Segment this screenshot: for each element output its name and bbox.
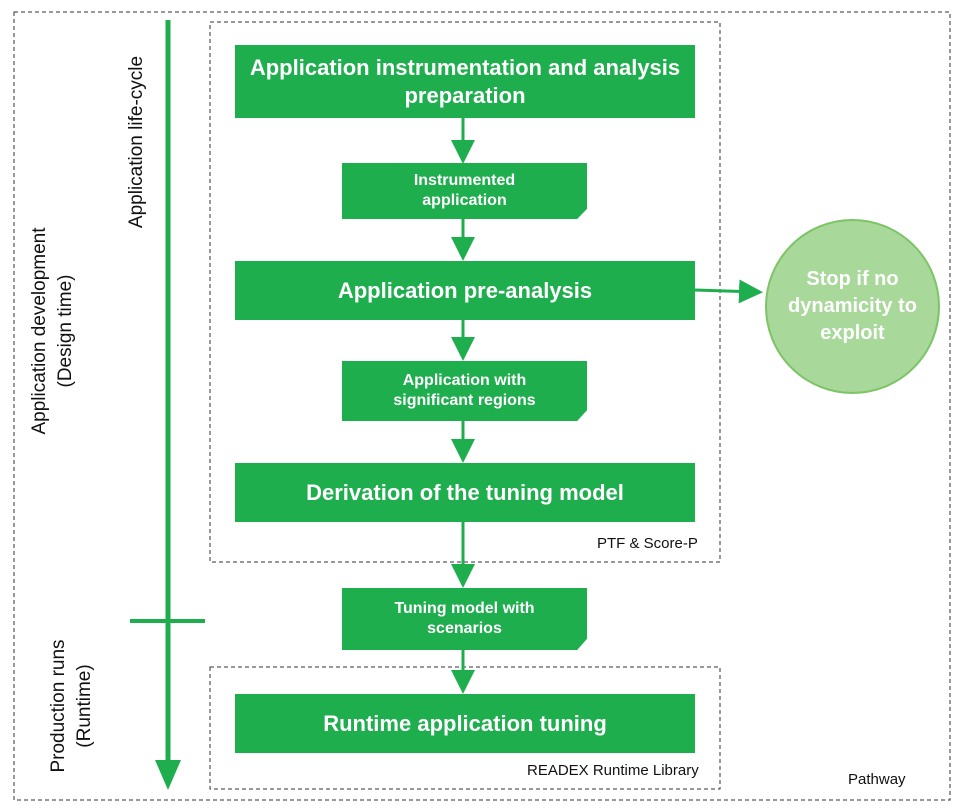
lifecycle-label-text: Application life-cycle	[126, 55, 147, 229]
step-instrumentation: Application instrumentation and analysis…	[235, 45, 695, 118]
step-derivation-text: Derivation of the tuning model	[306, 479, 624, 505]
design-phase-line2: (Design time)	[54, 274, 76, 388]
step-derivation: Derivation of the tuning model	[235, 463, 695, 522]
step-tuning-model: Tuning model with scenarios	[342, 588, 587, 650]
step-instrumented-app-text: Instrumented application	[413, 172, 516, 209]
stop-condition: Stop if no dynamicity to exploit	[765, 219, 940, 394]
lifecycle-arrow-head	[155, 760, 181, 790]
runtime-phase-label: Production runs (Runtime)	[46, 616, 98, 796]
step-pre-analysis: Application pre-analysis	[235, 261, 695, 320]
step-tuning-model-text: Tuning model with scenarios	[394, 600, 535, 637]
step-instrumentation-text: Application instrumentation and analysis…	[249, 55, 681, 108]
design-phase-line1: Application development	[29, 227, 50, 435]
pathway-region	[13, 11, 951, 801]
lifecycle-label: Application life-cycle	[124, 22, 150, 262]
runtime-phase-line2: (Runtime)	[73, 664, 95, 748]
stop-arrow	[694, 279, 763, 304]
step-significant-regions-text: Application with significant regions	[393, 372, 536, 409]
runtime-region	[209, 666, 721, 790]
step-runtime-tuning: Runtime application tuning	[235, 694, 695, 753]
runtime-region-label: READEX Runtime Library	[527, 762, 699, 779]
step-runtime-tuning-text: Runtime application tuning	[323, 710, 607, 736]
stop-condition-text: Stop if no dynamicity to exploit	[788, 268, 917, 344]
step-significant-regions: Application with significant regions	[342, 361, 587, 421]
design-region-label: PTF & Score-P	[597, 535, 698, 552]
runtime-phase-line1: Production runs	[48, 639, 69, 773]
outer-region-label: Pathway	[848, 771, 906, 788]
step-pre-analysis-text: Application pre-analysis	[337, 277, 593, 303]
step-instrumented-app: Instrumented application	[342, 163, 587, 219]
design-phase-label: Application development (Design time)	[27, 196, 79, 466]
